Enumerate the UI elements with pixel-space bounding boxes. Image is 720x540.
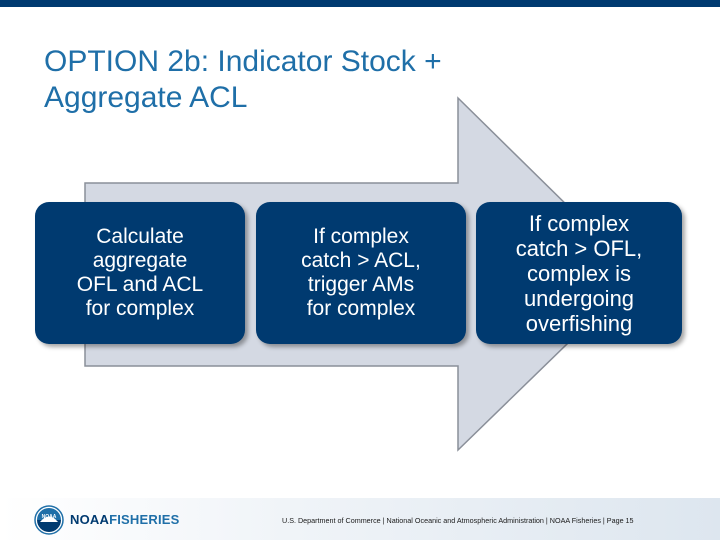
step-3-text: If complex catch > OFL, complex is under… <box>516 211 643 336</box>
brand-noaa: NOAA <box>70 512 110 527</box>
step-3-line-5: overfishing <box>525 310 633 336</box>
step-2-line-1: If complex <box>313 225 409 248</box>
step-box-1: Calculate aggregate OFL and ACL for comp… <box>35 202 245 344</box>
title-line-1: OPTION 2b: Indicator Stock + <box>44 45 442 78</box>
step-3-line-4: undergoing <box>523 285 635 311</box>
footer-text: U.S. Department of Commerce | National O… <box>282 516 634 525</box>
logo-lettering: NOAA <box>42 514 57 520</box>
step-2-line-4: for complex <box>306 297 416 320</box>
step-2-text: If complex catch > ACL, trigger AMs for … <box>301 225 421 321</box>
slide-title: OPTION 2b: Indicator Stock + Aggregate A… <box>44 44 664 116</box>
step-box-3: If complex catch > OFL, complex is under… <box>476 202 682 344</box>
brand-fisheries: FISHERIES <box>109 512 180 527</box>
title-line-2: Aggregate ACL <box>44 81 248 114</box>
step-1-line-2: aggregate <box>92 249 188 272</box>
step-2-line-2: catch > ACL, <box>301 249 421 272</box>
footer-bar <box>0 498 720 540</box>
step-1-line-1: Calculate <box>96 225 184 248</box>
step-3-line-2: catch > OFL, <box>515 235 643 261</box>
step-3-line-3: complex is <box>527 260 631 286</box>
step-1-line-4: for complex <box>85 297 195 320</box>
step-2-line-3: trigger AMs <box>307 273 415 296</box>
step-box-2: If complex catch > ACL, trigger AMs for … <box>256 202 466 344</box>
step-1-text: Calculate aggregate OFL and ACL for comp… <box>77 225 203 321</box>
noaa-logo-icon: NOAA <box>34 505 64 535</box>
brand-wordmark: NOAAFISHERIES <box>70 512 180 527</box>
header-bar <box>0 0 720 7</box>
step-1-line-3: OFL and ACL <box>76 273 204 296</box>
step-3-line-1: If complex <box>528 210 630 236</box>
